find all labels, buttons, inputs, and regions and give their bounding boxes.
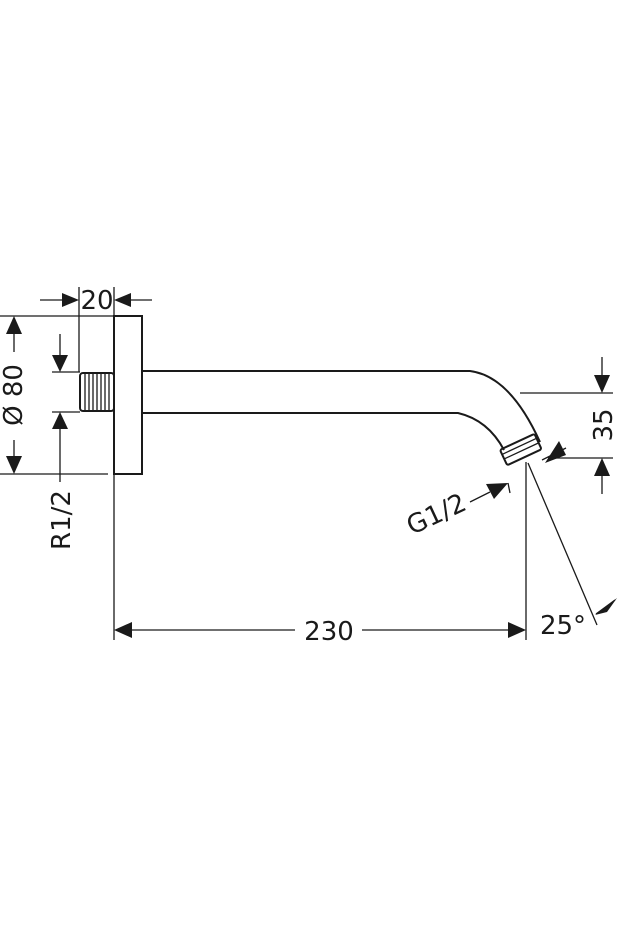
dim-outlet-angle-label: 25°	[540, 611, 586, 641]
shower-arm-top	[142, 370, 541, 443]
shower-arm-bottom	[142, 412, 505, 451]
dim-flange-diameter-label: Ø 80	[0, 364, 29, 426]
dim-arm-length	[113, 462, 527, 640]
dim-drop-height-label: 35	[589, 408, 619, 441]
dim-drop-height	[520, 357, 613, 494]
dim-outlet-angle	[527, 462, 617, 626]
dim-inlet-thread	[52, 334, 80, 482]
inlet-thread	[79, 372, 115, 412]
wall-flange	[113, 315, 143, 475]
outlet-nozzle	[499, 433, 542, 466]
dim-outlet-thread-label: G1/2	[402, 488, 471, 541]
dim-inlet-thread-label: R1/2	[47, 490, 77, 550]
dim-flange-thickness-label: 20	[80, 286, 113, 316]
dim-flange-diameter	[0, 315, 114, 475]
dim-arm-length-label: 230	[304, 617, 354, 647]
dim-flange-thickness	[40, 287, 152, 372]
dim-outlet-thread	[469, 441, 567, 503]
